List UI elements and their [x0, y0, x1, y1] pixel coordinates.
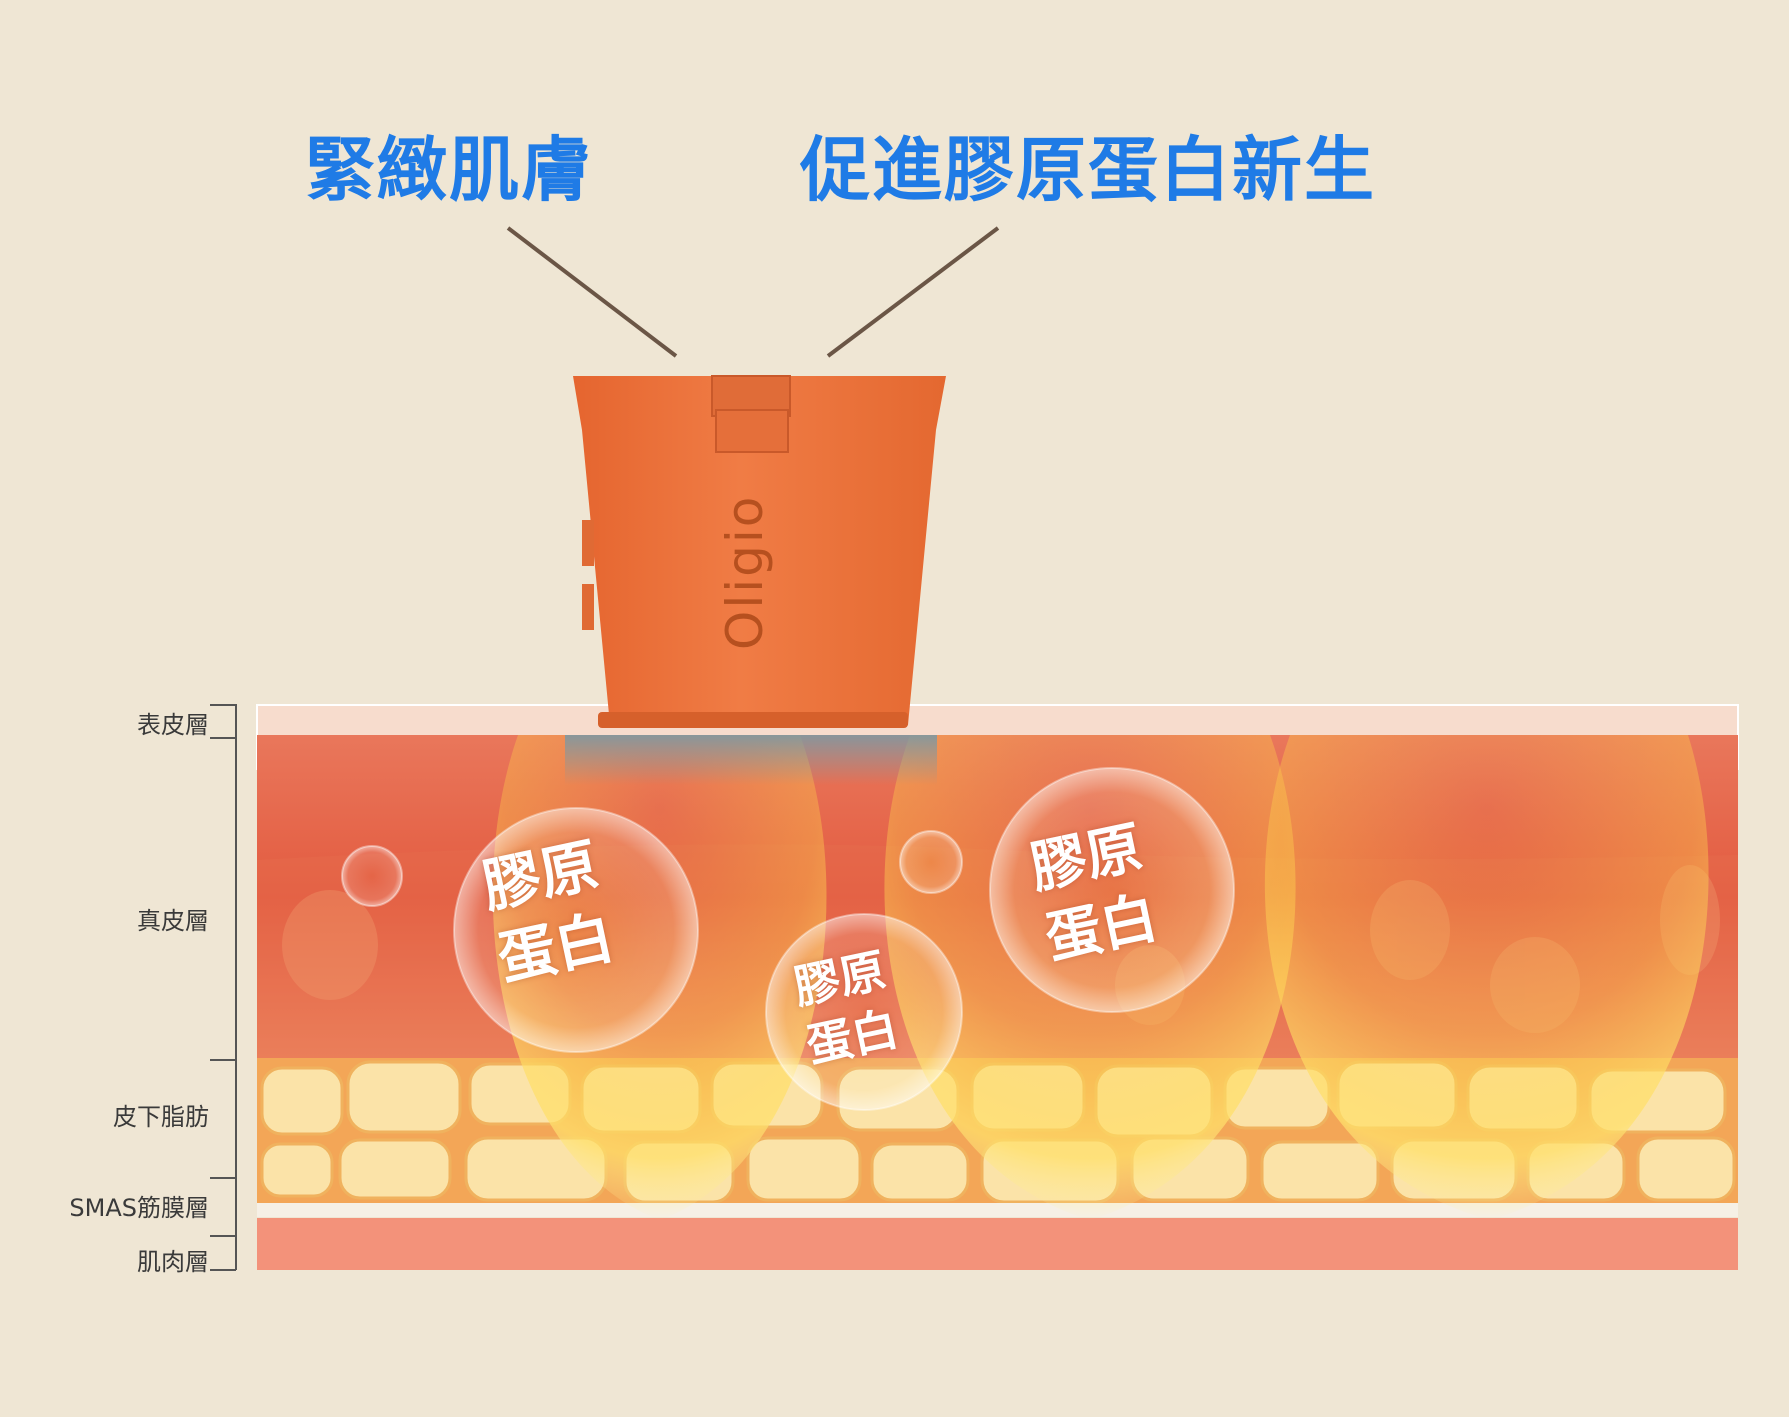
pointer-line-left: [508, 228, 676, 356]
layer-brackets: [210, 705, 236, 1270]
small-bubble-2: [900, 831, 962, 893]
benefit-collagen-regeneration: 促進膠原蛋白新生: [800, 130, 1376, 210]
layer-label-muscle: 肌肉層: [137, 1247, 209, 1277]
muscle-layer: [257, 1218, 1738, 1270]
layer-label-smas: SMAS筋膜層: [69, 1193, 209, 1223]
layer-label-dermis: 真皮層: [137, 906, 209, 936]
layer-label-epidermis: 表皮層: [137, 710, 209, 740]
device-brand-logo: Oligio: [720, 520, 770, 650]
benefit-firming: 緊緻肌膚: [305, 130, 593, 210]
small-bubble-1: [342, 846, 402, 906]
layer-label-subcutaneous-fat: 皮下脂肪: [113, 1102, 209, 1132]
pointer-line-right: [828, 228, 998, 356]
